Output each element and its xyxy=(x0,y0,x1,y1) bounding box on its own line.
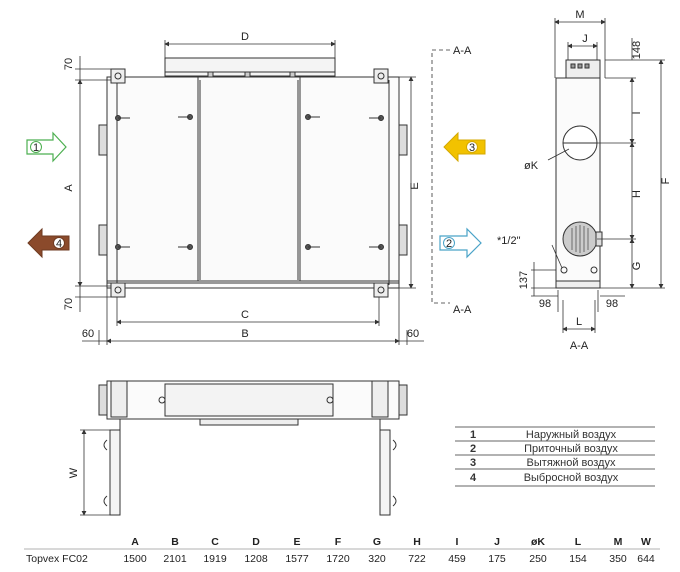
spec-value-5: 1720 xyxy=(326,553,350,565)
spec-value-1: 2101 xyxy=(163,553,187,565)
flow-marker-3: 3 xyxy=(469,142,475,154)
spec-header-10: øK xyxy=(531,536,545,548)
dim-c-label: C xyxy=(241,309,249,321)
legend-label-1: Наружный воздух xyxy=(526,429,617,441)
dim-g-label: G xyxy=(631,262,643,271)
flow-arrow-outdoor: 1 xyxy=(26,131,67,163)
legend-num-2: 2 xyxy=(470,443,476,455)
legend-label-3: Вытяжной воздух xyxy=(527,457,616,469)
front-dimensions xyxy=(75,40,450,345)
spec-table-model: Topvex FC02 xyxy=(26,553,88,565)
dim-70-bottom-label: 70 xyxy=(63,298,75,310)
dim-m-label: M xyxy=(575,9,584,21)
dim-j-label: J xyxy=(582,33,588,45)
spec-header-0: A xyxy=(131,536,139,548)
spec-value-9: 175 xyxy=(488,553,506,565)
spec-header-8: I xyxy=(456,536,459,548)
dim-98-right-label: 98 xyxy=(606,298,618,310)
spec-header-3: D xyxy=(252,536,260,548)
spec-value-11: 154 xyxy=(569,553,587,565)
dim-w-label: W xyxy=(68,467,80,478)
spec-header-6: G xyxy=(373,536,381,548)
spec-value-0: 1500 xyxy=(123,553,147,565)
top-view xyxy=(98,380,408,516)
dim-e-label: E xyxy=(409,182,421,189)
front-view xyxy=(98,57,408,298)
side-dimensions xyxy=(531,18,665,333)
spec-value-2: 1919 xyxy=(203,553,227,565)
spec-value-7: 722 xyxy=(408,553,426,565)
flow-arrow-exhaust: 4 xyxy=(27,227,70,259)
flow-arrow-extract: 3 xyxy=(443,131,486,163)
spec-header-1: B xyxy=(171,536,179,548)
spec-value-8: 459 xyxy=(448,553,466,565)
spec-value-6: 320 xyxy=(368,553,386,565)
legend-label-4: Выбросной воздух xyxy=(524,472,619,484)
dim-d-label: D xyxy=(241,31,249,43)
flow-arrow-supply: 2 xyxy=(439,227,482,259)
spec-header-13: W xyxy=(641,536,651,548)
legend xyxy=(455,426,655,487)
spec-header-5: F xyxy=(335,536,342,548)
spec-table-values: 1500 2101 1919 1208 1577 1720 320 722 459 175 250 1… xyxy=(123,553,655,565)
dim-f-label: F xyxy=(660,177,672,184)
dim-60-left-label: 60 xyxy=(82,328,94,340)
section-label-top: A-A xyxy=(453,45,472,57)
dim-148-label: 148 xyxy=(631,41,643,59)
spec-value-3: 1208 xyxy=(244,553,268,565)
spec-value-12: 350 xyxy=(609,553,627,565)
dim-60-right-label: 60 xyxy=(407,328,419,340)
spec-value-13: 644 xyxy=(637,553,655,565)
legend-num-1: 1 xyxy=(470,429,476,441)
dim-half-inch-label: *1/2" xyxy=(497,235,521,247)
spec-header-9: J xyxy=(494,536,500,548)
flow-marker-1: 1 xyxy=(33,142,39,154)
section-label-bottom: A-A xyxy=(453,304,472,316)
dim-b-label: B xyxy=(241,328,248,340)
dim-l-label: L xyxy=(576,316,582,328)
legend-num-3: 3 xyxy=(470,457,476,469)
flow-marker-2: 2 xyxy=(446,238,452,250)
dim-98-left-label: 98 xyxy=(539,298,551,310)
flow-marker-4: 4 xyxy=(56,238,62,250)
section-label-side: A-A xyxy=(570,340,589,352)
spec-value-4: 1577 xyxy=(285,553,309,565)
spec-header-4: E xyxy=(293,536,300,548)
bottom-dimensions xyxy=(80,429,110,516)
spec-value-10: 250 xyxy=(529,553,547,565)
spec-header-7: H xyxy=(413,536,421,548)
spec-header-12: M xyxy=(614,536,623,548)
side-view xyxy=(555,59,603,289)
legend-num-4: 4 xyxy=(470,472,477,484)
dim-a-label: A xyxy=(63,184,75,192)
spec-header-2: C xyxy=(211,536,219,548)
dim-i-label: I xyxy=(631,111,643,114)
legend-label-2: Приточный воздух xyxy=(524,443,618,455)
dim-137-label: 137 xyxy=(518,271,530,289)
dim-70-top-label: 70 xyxy=(63,58,75,70)
dim-h-label: H xyxy=(631,190,643,198)
dim-k-label: øK xyxy=(524,160,539,172)
spec-header-11: L xyxy=(575,536,582,548)
